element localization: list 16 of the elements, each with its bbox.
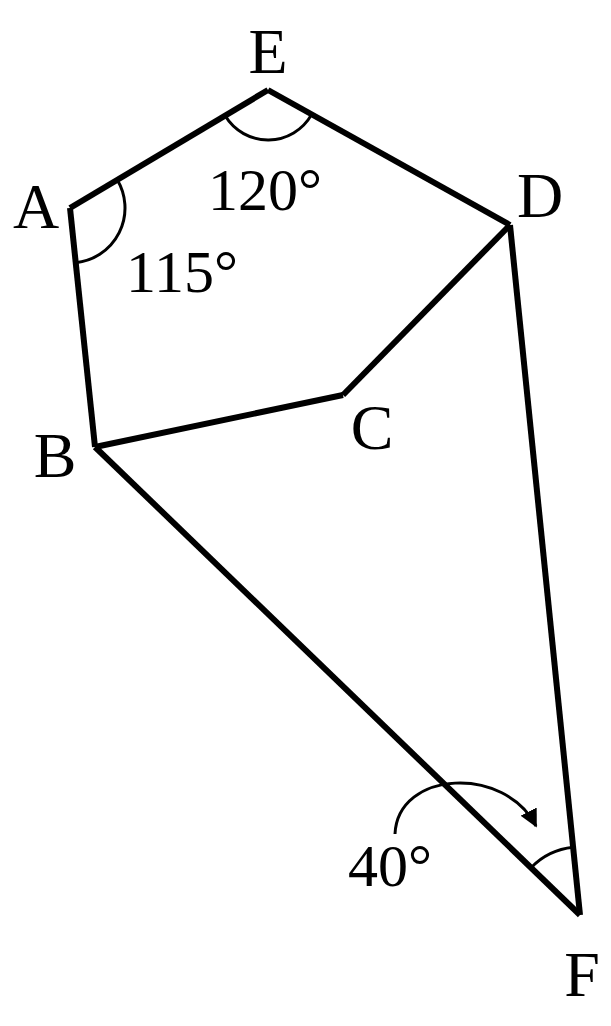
vertex-label: C [350,396,394,460]
vertex-label: B [33,424,77,488]
vertex-label: A [12,175,60,239]
segment-line [92,444,583,918]
segment-line [68,87,270,211]
angle-label: 120° [208,160,322,220]
vertex-label: D [516,164,564,228]
segment-line [507,224,583,916]
angle-label: 115° [126,242,238,302]
segment-line [67,207,98,448]
vertex-label: F [564,943,600,1007]
angle-label: 40° [348,836,432,896]
leader-arrow [393,781,538,835]
segment-line [266,87,512,228]
vertex-label: E [248,20,288,84]
segment-line [94,392,344,450]
